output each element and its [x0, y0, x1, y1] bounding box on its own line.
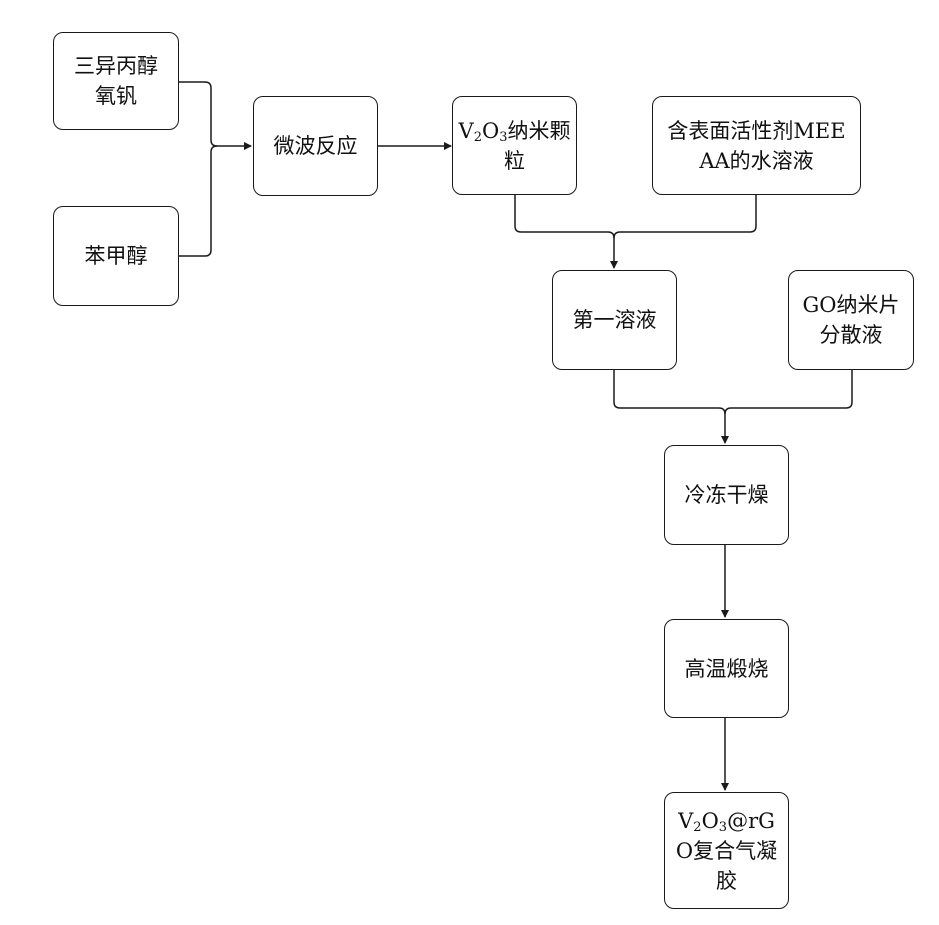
node-benzyl-alcohol: 苯甲醇	[53, 206, 179, 306]
node-label: 冷冻干燥	[684, 483, 769, 507]
edge-benzyl-to-brace	[179, 145, 218, 257]
node-v2o3-rgo-aerogel: V2O3@rG O复合气凝 胶	[664, 792, 789, 909]
node-label: 微波反应	[273, 134, 358, 158]
node-triisopropoxy-vanadium-oxide: 三异丙醇 氧钒	[53, 32, 179, 130]
node-label-line1: 三异丙醇	[74, 54, 158, 78]
node-label-line2: AA的水溶液	[699, 148, 814, 173]
node-label-line3: 胶	[716, 868, 737, 893]
node-label-line1: V2O3@rG	[678, 808, 775, 835]
node-label-line1: V2O3纳米颗	[458, 118, 571, 145]
node-label: 高温煅烧	[684, 656, 769, 681]
node-label-line1: 含表面活性剂MEE	[667, 118, 846, 143]
node-surfactant-solution: 含表面活性剂MEE AA的水溶液	[652, 96, 861, 195]
node-label-line2: 氧钒	[95, 84, 137, 108]
edge-v2o3-down	[514, 195, 615, 239]
edge-surfactant-down	[613, 195, 757, 239]
edge-first-solution-down	[613, 370, 726, 415]
node-first-solution: 第一溶液	[552, 270, 677, 370]
node-label: 第一溶液	[572, 308, 657, 332]
node-label: 苯甲醇	[84, 244, 148, 268]
node-high-temp-calcination: 高温煅烧	[664, 619, 789, 718]
node-label-line2: 分散液	[819, 323, 883, 347]
edge-triisopropoxy-to-brace	[179, 81, 218, 147]
node-v2o3-nanoparticles: V2O3纳米颗 粒	[452, 96, 577, 195]
node-go-dispersion: GO纳米片 分散液	[788, 270, 914, 370]
node-label-line1: GO纳米片	[802, 293, 900, 317]
node-microwave-reaction: 微波反应	[253, 96, 378, 196]
node-label-line2: 粒	[503, 148, 525, 173]
node-freeze-drying: 冷冻干燥	[664, 445, 789, 545]
node-label-line2: O复合气凝	[675, 838, 778, 863]
edge-go-down	[724, 370, 853, 415]
